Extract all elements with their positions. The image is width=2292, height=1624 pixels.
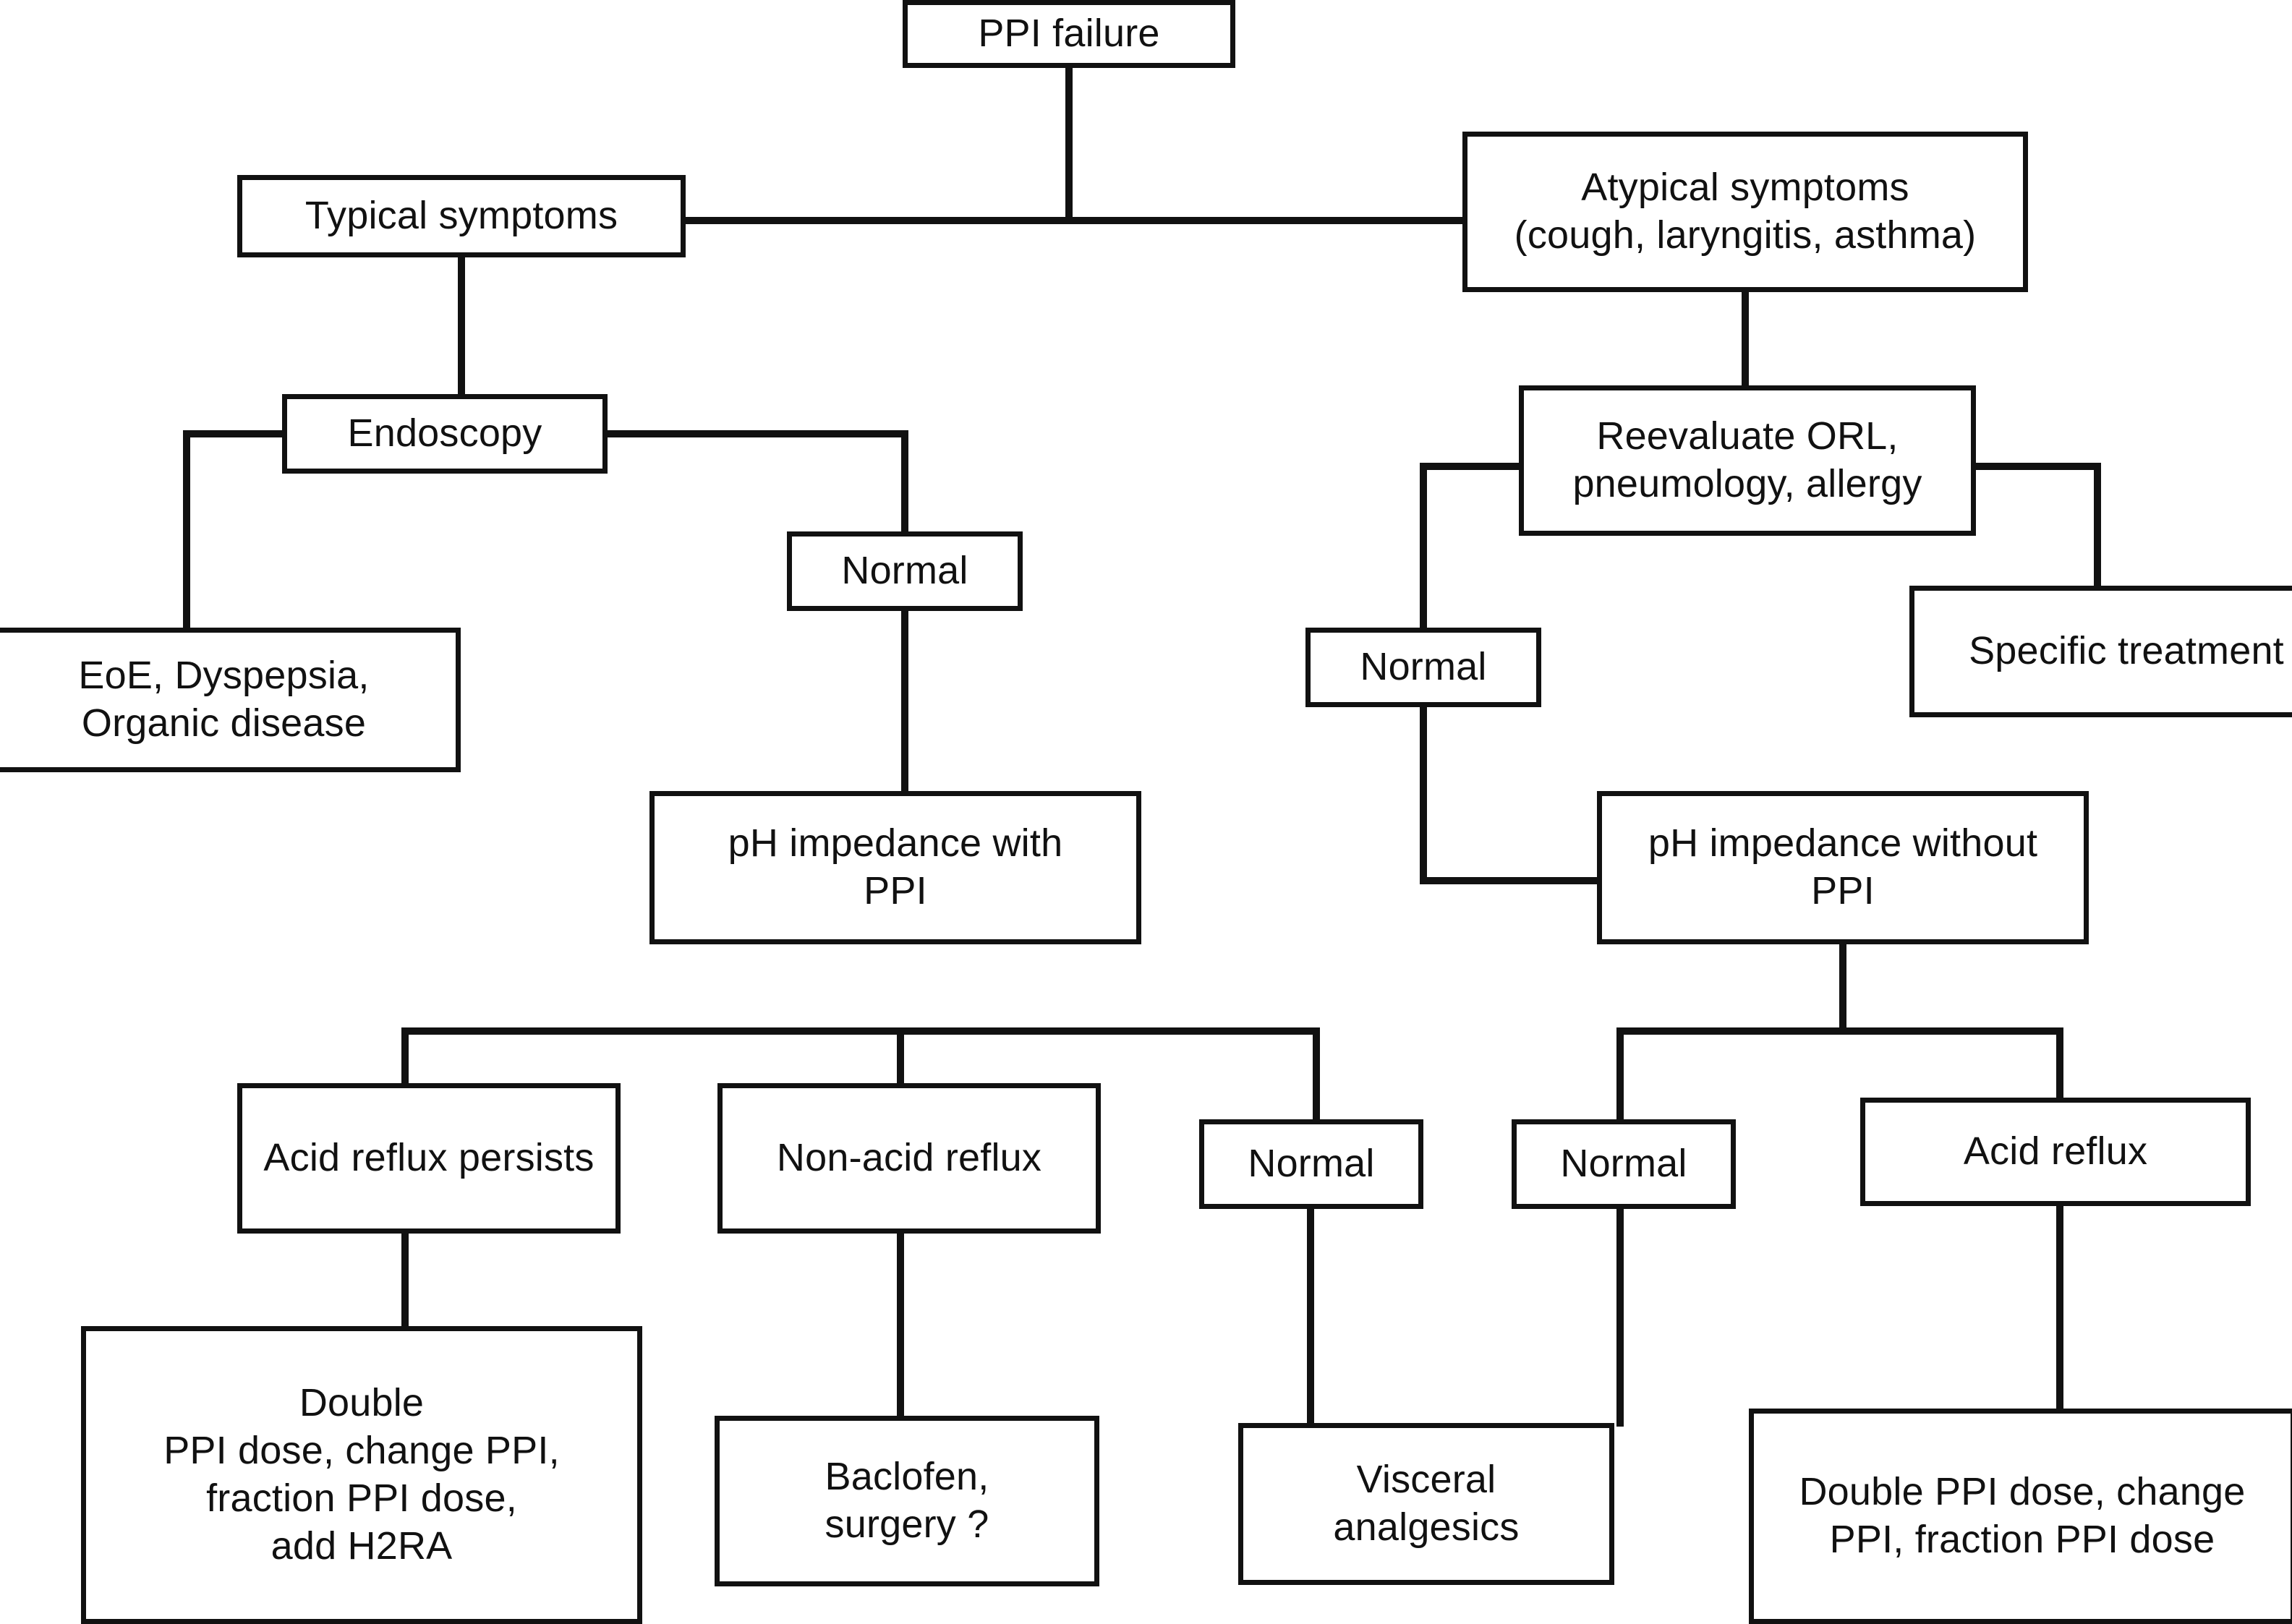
edge-ppi-failure-to-typical <box>682 64 1073 224</box>
node-label-normal_orl: Normal <box>1360 645 1487 689</box>
node-acid_reflux_persists[interactable]: Acid reflux persists <box>237 1083 621 1234</box>
edge-reevaluate-to-specific <box>1972 463 2101 589</box>
node-label-double_ppi_h2ra: Double PPI dose, change PPI, fraction PP… <box>163 1381 560 1568</box>
node-acid_reflux[interactable]: Acid reflux <box>1860 1098 2251 1206</box>
node-label-ph_without_ppi: pH impedance without PPI <box>1648 821 2038 913</box>
node-eoe_dyspepsia[interactable]: EoE, Dyspepsia, Organic disease <box>0 628 461 772</box>
node-reevaluate_orl[interactable]: Reevaluate ORL, pneumology, allergy <box>1519 385 1976 536</box>
node-label-eoe_dyspepsia: EoE, Dyspepsia, Organic disease <box>78 654 370 745</box>
node-label-non_acid_reflux: Non-acid reflux <box>776 1136 1042 1180</box>
node-label-acid_reflux_persists: Acid reflux persists <box>263 1136 595 1180</box>
node-normal_endo[interactable]: Normal <box>787 531 1023 611</box>
node-atypical_symptoms[interactable]: Atypical symptoms (cough, laryngitis, as… <box>1462 132 2028 292</box>
node-label-ppi_failure: PPI failure <box>978 12 1160 56</box>
node-ph_without_ppi[interactable]: pH impedance without PPI <box>1597 791 2089 944</box>
node-visceral_analgesics[interactable]: Visceral analgesics <box>1238 1423 1614 1585</box>
node-non_acid_reflux[interactable]: Non-acid reflux <box>717 1083 1101 1234</box>
edge-reevaluate-to-normal <box>1420 463 1522 631</box>
node-double_ppi_h2ra[interactable]: Double PPI dose, change PPI, fraction PP… <box>81 1326 642 1624</box>
node-label-ph_with_ppi: pH impedance with PPI <box>728 821 1063 913</box>
node-label-atypical_symptoms: Atypical symptoms (cough, laryngitis, as… <box>1514 166 1977 257</box>
node-label-visceral_analgesics: Visceral analgesics <box>1333 1458 1520 1549</box>
node-label-endoscopy: Endoscopy <box>347 411 542 456</box>
node-label-normal_left: Normal <box>1248 1142 1375 1186</box>
node-label-baclofen_surgery: Baclofen, surgery ? <box>825 1455 989 1546</box>
edge-endoscopy-to-normal <box>604 430 908 535</box>
edge-normal-orl-to-ph-without <box>1420 704 1601 884</box>
node-label-acid_reflux: Acid reflux <box>1963 1129 2148 1174</box>
node-normal_right[interactable]: Normal <box>1512 1119 1736 1209</box>
node-double_ppi_fraction[interactable]: Double PPI dose, change PPI, fraction PP… <box>1749 1409 2292 1624</box>
node-label-double_ppi_fraction: Double PPI dose, change PPI, fraction PP… <box>1799 1470 2246 1561</box>
node-normal_left[interactable]: Normal <box>1199 1119 1423 1209</box>
node-label-typical_symptoms: Typical symptoms <box>304 194 618 238</box>
node-ph_with_ppi[interactable]: pH impedance with PPI <box>649 791 1141 944</box>
node-endoscopy[interactable]: Endoscopy <box>282 394 608 474</box>
node-label-reevaluate_orl: Reevaluate ORL, pneumology, allergy <box>1572 414 1922 505</box>
node-label-normal_endo: Normal <box>841 549 968 593</box>
edge-endoscopy-to-eoe <box>183 430 286 631</box>
node-ppi_failure[interactable]: PPI failure <box>903 0 1235 68</box>
node-label-normal_right: Normal <box>1560 1142 1687 1186</box>
node-specific_treatment[interactable]: Specific treatment <box>1909 586 2292 717</box>
node-normal_orl[interactable]: Normal <box>1305 628 1541 707</box>
node-baclofen_surgery[interactable]: Baclofen, surgery ? <box>715 1416 1099 1586</box>
node-label-specific_treatment: Specific treatment <box>1969 629 2284 673</box>
node-typical_symptoms[interactable]: Typical symptoms <box>237 175 686 257</box>
